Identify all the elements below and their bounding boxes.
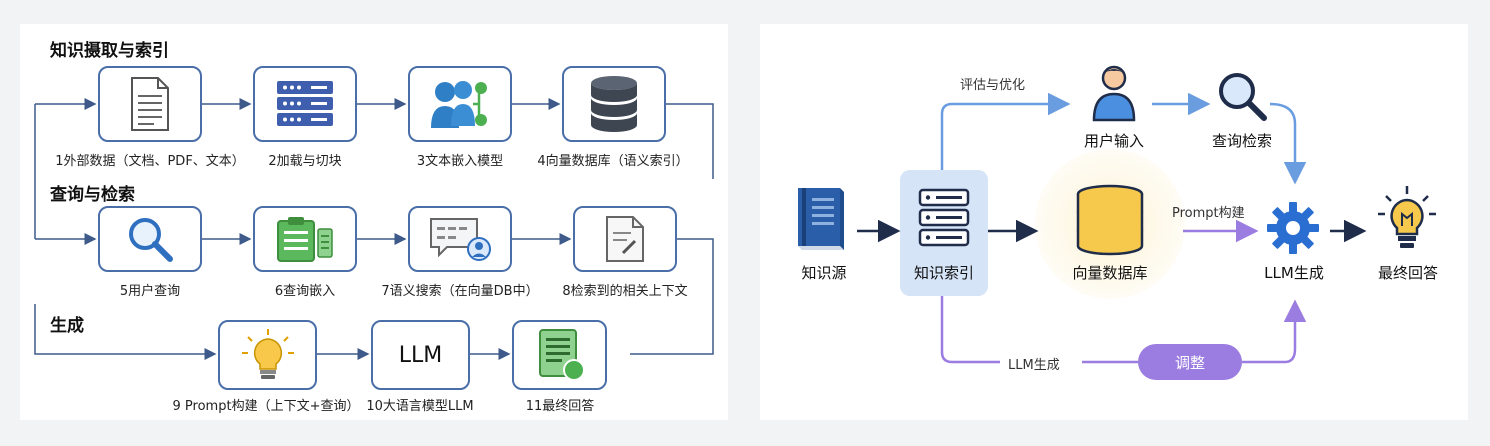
embedding-model-icon — [431, 81, 487, 128]
rag-pipeline-diagram: 知识摄取与索引 查询与检索 生成 — [20, 24, 728, 420]
vector-db-label: 向量数据库 — [1072, 264, 1148, 282]
rag-flow-diagram: 知识源 知识索引 向量数据库 用户输入 查询检索 — [760, 24, 1468, 420]
left-connectors — [34, 98, 714, 360]
step-8-caption: 8检索到的相关上下文 — [562, 284, 688, 299]
adjust-pill: 调整 — [1138, 344, 1242, 380]
step-final-answer — [512, 320, 607, 390]
llm-gen-label: LLM生成 — [1264, 264, 1324, 282]
magnifier-icon — [129, 218, 173, 262]
knowledge-index-label: 知识索引 — [913, 264, 975, 282]
answer-document-icon — [538, 329, 585, 381]
step-3-caption: 3文本嵌入模型 — [416, 154, 504, 169]
step-text-embedding — [408, 66, 512, 142]
step-7-caption: 7语义搜索（在向量DB中） — [381, 284, 539, 299]
prompt-build-label: Prompt构建 — [1172, 206, 1245, 221]
step-load-chunk — [253, 66, 357, 142]
user-icon — [1092, 65, 1136, 122]
knowledge-source-label: 知识源 — [801, 264, 847, 282]
gear-icon — [1267, 202, 1319, 254]
step-6-caption: 6查询嵌入 — [274, 284, 336, 299]
step-5-caption: 5用户查询 — [119, 284, 181, 299]
step-4-caption: 4向量数据库（语义索引） — [537, 154, 689, 169]
query-retrieval-label: 查询检索 — [1211, 132, 1273, 150]
final-answer-label: 最终回答 — [1377, 264, 1439, 282]
section-title-ingest: 知识摄取与索引 — [50, 41, 169, 61]
step-semantic-search — [408, 206, 512, 272]
server-icon — [918, 188, 970, 247]
user-input-label: 用户输入 — [1083, 132, 1145, 150]
step-2-caption: 2加载与切块 — [268, 154, 342, 169]
step-query-embedding — [253, 206, 357, 272]
step-user-query — [98, 206, 202, 272]
vector-database-icon — [1076, 184, 1144, 256]
step-11-caption: 11最终回答 — [525, 399, 595, 414]
lightbulb-icon — [1378, 186, 1436, 248]
document-icon — [131, 77, 169, 131]
step-10-caption: 10大语言模型LLM — [366, 399, 474, 414]
llm-box-label: LLM — [398, 342, 443, 368]
server-chunks-icon — [277, 81, 333, 126]
adjust-label: 调整 — [1174, 353, 1205, 372]
step-retrieved-context — [573, 206, 677, 272]
step-9-caption: 9 Prompt构建（上下文+查询） — [172, 399, 360, 414]
section-title-generation: 生成 — [50, 316, 84, 336]
step-vector-db — [562, 66, 666, 142]
section-title-retrieval: 查询与检索 — [50, 185, 135, 205]
search-icon — [1219, 73, 1267, 121]
eval-optimize-label: 评估与优化 — [960, 78, 1026, 93]
clipboard-icon — [277, 217, 333, 262]
chat-user-icon — [430, 218, 491, 261]
step-1-caption: 1外部数据（文档、PDF、文本） — [55, 154, 245, 169]
lightbulb-icon — [241, 329, 294, 379]
step-external-data — [98, 66, 202, 142]
edit-document-icon — [606, 216, 644, 262]
step-prompt-build — [218, 320, 317, 390]
llm-gen-path-label: LLM生成 — [1008, 358, 1060, 373]
book-icon — [798, 188, 844, 250]
database-icon — [591, 76, 637, 132]
step-llm: LLM — [371, 320, 470, 390]
